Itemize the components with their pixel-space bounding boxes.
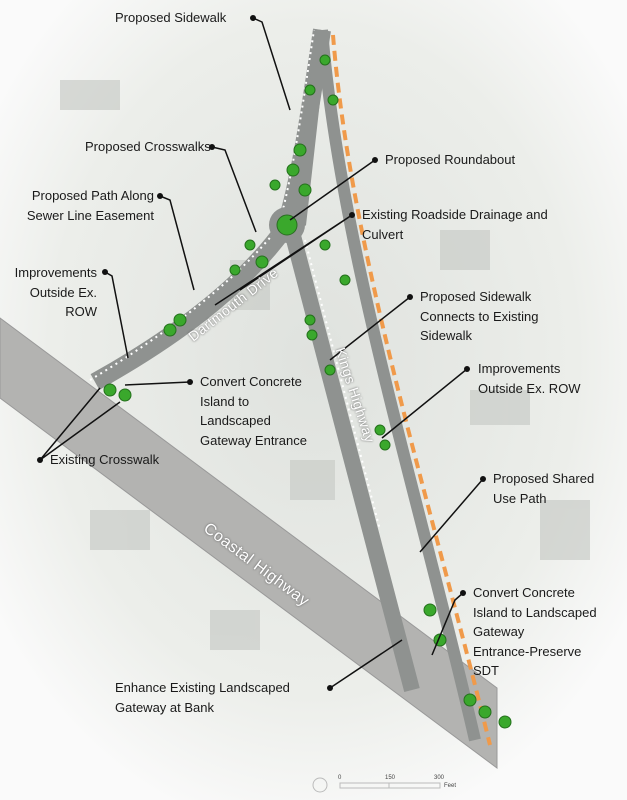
kings-highway-road [284,229,420,693]
scale-unit: Feet [444,783,457,789]
coastal-highway [0,317,498,769]
scale-tick-150: 150 [385,775,396,781]
callout-roundabout: Proposed Roundabout [385,152,516,167]
scale-tick-300: 300 [434,775,445,781]
roundabout-island [276,214,298,236]
callout-existing-crosswalk: Existing Crosswalk [50,452,160,467]
leader-dots [37,15,486,691]
proposed-sidewalk-line [89,29,315,381]
scale-bar [312,777,441,793]
scale-tick-0: 0 [338,775,342,781]
callout-proposed-crosswalks: Proposed Crosswalks [85,139,211,154]
trees [103,54,512,729]
proposed-sidewalk-connector [304,239,381,531]
buildings [60,80,590,650]
callout-proposed-sidewalk: Proposed Sidewalk [115,10,227,25]
